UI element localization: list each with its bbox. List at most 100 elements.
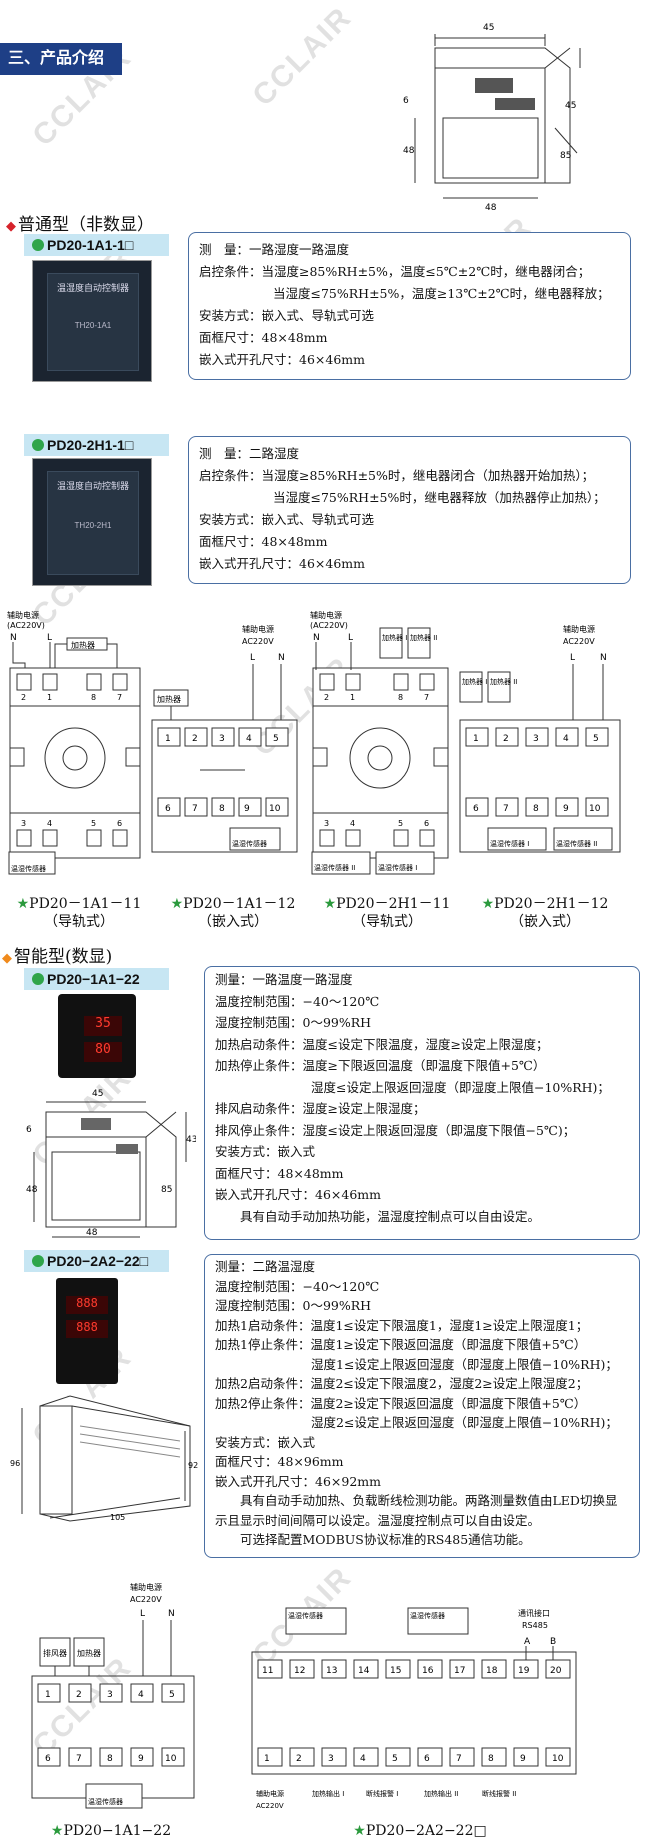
terminal-label: 10 [552,1754,564,1764]
section-title-ordinary: ◆普通型（非数显） [6,215,154,235]
terminal-label: 15 [390,1666,401,1676]
terminal-label: 12 [294,1666,305,1676]
wiring-diagram-2h1-12: 辅助电源 AC220V L N 加热器 I 加热器 II 1 2 3 4 5 6… [459,624,621,853]
svg-text:温湿传感器 II: 温湿传感器 II [314,863,355,872]
svg-text:9: 9 [563,804,569,814]
svg-text:2: 2 [324,693,329,702]
svg-text:辅助电源: 辅助电源 [242,624,274,634]
dimension-drawing-m4: 96 105 92 [10,1395,198,1522]
model-label: PD20−2A2−22□ [24,1250,169,1272]
model-label: PD20-1A1-1□ [24,234,169,256]
svg-text:温湿传感器: 温湿传感器 [232,839,267,848]
svg-text:2: 2 [76,1690,82,1700]
svg-text:N: N [168,1609,175,1619]
svg-text:4: 4 [350,819,355,828]
svg-text:6: 6 [473,804,479,814]
model-label: PD20-2H1-1□ [24,434,169,456]
svg-text:7: 7 [503,804,509,814]
svg-text:加热器 I: 加热器 I [462,677,487,686]
svg-text:辅助电源: 辅助电源 [563,624,595,634]
svg-text:L: L [47,633,52,643]
terminal-label: 16 [422,1666,434,1676]
svg-text:3: 3 [219,734,225,744]
terminal [353,1659,379,1679]
terminal [257,1659,283,1679]
terminal [481,1659,507,1679]
terminal [449,1747,475,1767]
svg-text:1: 1 [473,734,479,744]
svg-text:加热器: 加热器 [71,640,95,650]
svg-text:N: N [278,653,285,663]
dim-front-h: 48 [403,146,415,156]
svg-text:3: 3 [533,734,539,744]
svg-text:加热器: 加热器 [77,1648,101,1658]
svg-text:AC220V: AC220V [130,1595,162,1604]
svg-text:4: 4 [138,1690,144,1700]
svg-text:8: 8 [219,804,225,814]
dim-depth: 85 [560,151,571,161]
spec-box-m2: 测 量：二路湿度 启控条件：当湿度≥85%RH±5%时，继电器闭合（加热器开始加… [188,436,631,584]
svg-text:8: 8 [91,693,96,702]
svg-text:6: 6 [424,819,429,828]
svg-text:N: N [600,653,607,663]
terminal [513,1659,539,1679]
svg-text:断线报警 I: 断线报警 I [366,1789,398,1798]
spec-box-m4: 测量：二路温湿度 温度控制范围：−40～120℃ 湿度控制范围：0～99%RH … [204,1254,640,1558]
svg-text:4: 4 [246,734,252,744]
svg-text:N: N [313,633,320,643]
svg-text:温湿传感器: 温湿传感器 [88,1797,123,1806]
svg-text:45: 45 [92,1089,103,1099]
svg-text:7: 7 [76,1754,82,1764]
terminal-label: 19 [518,1666,530,1676]
svg-text:3: 3 [324,819,329,828]
terminal [353,1747,379,1767]
svg-text:1: 1 [47,693,52,702]
terminal-label: 1 [264,1754,270,1764]
terminal-label: 17 [454,1666,465,1676]
svg-text:通讯接口: 通讯接口 [518,1608,550,1618]
diagram-caption: ★PD20−2A2−22□ [353,1823,487,1839]
terminal-label: 7 [456,1754,462,1764]
svg-text:8: 8 [533,804,539,814]
svg-text:B: B [550,1637,556,1647]
svg-text:L: L [140,1609,145,1619]
svg-text:96: 96 [10,1459,20,1468]
terminal-label: 3 [328,1754,334,1764]
terminal-label: 9 [520,1754,526,1764]
svg-text:8: 8 [107,1754,113,1764]
terminal [513,1747,539,1767]
svg-text:加热器 II: 加热器 II [410,633,437,642]
svg-text:温湿传感器 I: 温湿传感器 I [378,863,417,872]
svg-text:2: 2 [503,734,509,744]
svg-text:加热器 II: 加热器 II [490,677,517,686]
wiring-diagram-1a1-22: 辅助电源 AC220V L N 排风器 加热器 1 2 3 4 5 6 7 8 … [31,1582,195,1809]
svg-text:3: 3 [21,819,26,828]
terminal [385,1659,411,1679]
diagram-caption: ★PD20−1A1−22 [50,1823,172,1839]
svg-text:(AC220V): (AC220V) [310,621,348,630]
terminal-label: 18 [486,1666,498,1676]
spec-box-m3: 测量：一路温度一路湿度 温度控制范围：−40～120℃ 湿度控制范围：0～99%… [204,966,640,1240]
section-banner: 三、产品介绍 [0,43,122,75]
svg-text:7: 7 [192,804,198,814]
svg-text:43: 43 [186,1135,196,1145]
svg-text:L: L [348,633,353,643]
svg-text:5: 5 [91,819,96,828]
svg-text:8: 8 [398,693,403,702]
wiring-diagram-1a1-11: 辅助电源 (AC220V) N L 加热器 2 1 8 7 3 4 5 6 温湿… [7,610,141,875]
terminal [545,1659,571,1679]
terminal [257,1747,283,1767]
terminal-label: 14 [358,1666,370,1676]
dim-side: 6 [403,96,409,106]
terminal-label: 4 [360,1754,366,1764]
svg-text:5: 5 [593,734,599,744]
svg-text:(AC220V): (AC220V) [7,621,45,630]
terminal [545,1747,571,1767]
terminal [321,1747,347,1767]
svg-text:48: 48 [26,1185,38,1195]
svg-text:6: 6 [117,819,122,828]
svg-text:加热输出 I: 加热输出 I [312,1789,344,1798]
svg-text:温湿传感器: 温湿传感器 [288,1611,323,1620]
svg-text:9: 9 [138,1754,144,1764]
